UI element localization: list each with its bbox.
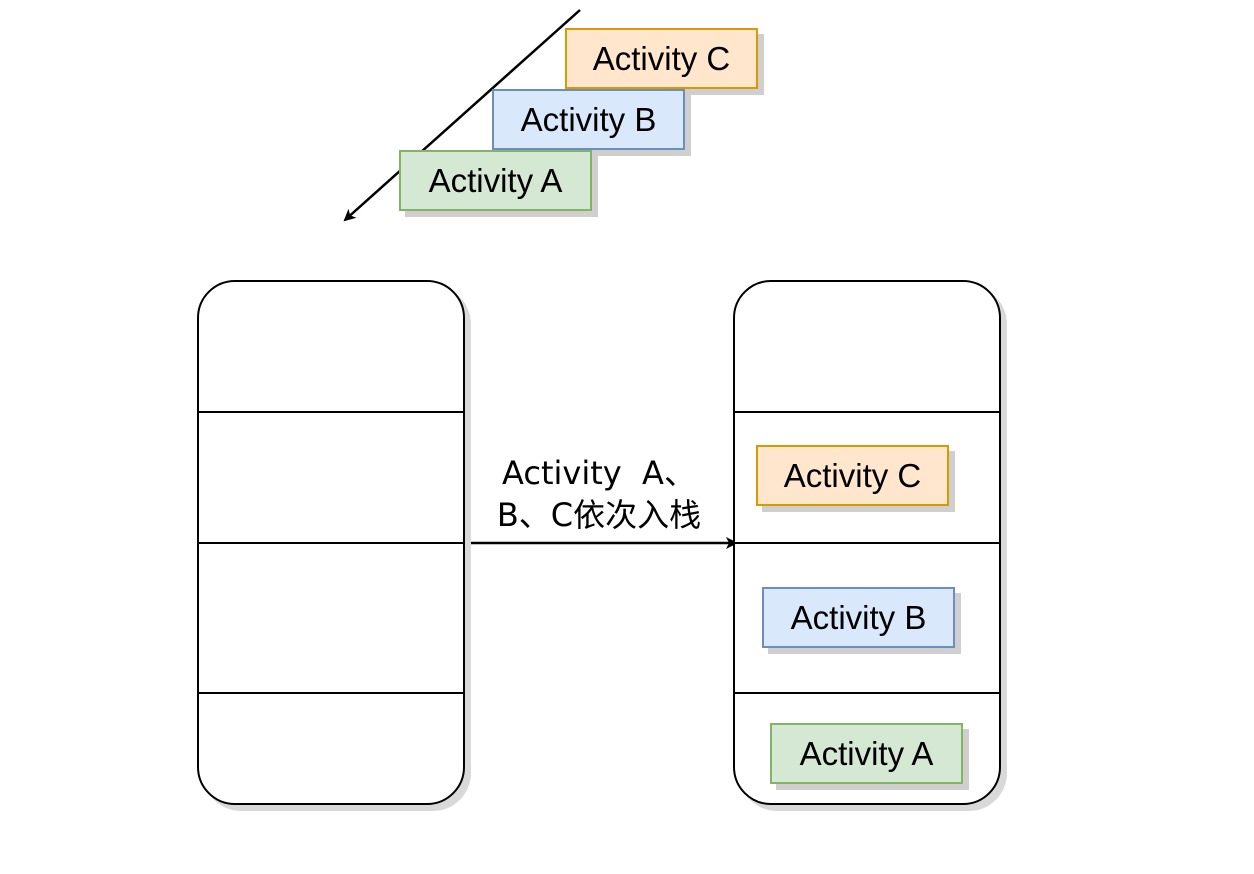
stack-divider <box>735 542 999 544</box>
stack-divider <box>199 411 463 413</box>
incoming-activity-b: Activity B <box>492 89 685 150</box>
incoming-activity-a-label: Activity A <box>428 161 563 199</box>
stack-divider <box>199 692 463 694</box>
transition-label-line2: B、C依次入栈 <box>496 496 702 534</box>
incoming-activity-a: Activity A <box>399 150 592 211</box>
stacked-activity-c-label: Activity C <box>783 456 922 494</box>
incoming-activity-b-label: Activity B <box>520 100 657 138</box>
empty-task-stack <box>197 280 465 805</box>
incoming-activity-c-label: Activity C <box>592 39 731 77</box>
stack-divider <box>735 411 999 413</box>
filled-task-stack <box>733 280 1001 805</box>
incoming-activity-c: Activity C <box>565 28 758 89</box>
push-direction-arrow <box>343 9 581 222</box>
stack-divider <box>199 542 463 544</box>
stacked-activity-a: Activity A <box>770 723 963 784</box>
stacked-activity-b: Activity B <box>762 587 955 648</box>
stacked-activity-c: Activity C <box>756 445 949 506</box>
stacked-activity-b-label: Activity B <box>790 598 927 636</box>
stack-divider <box>735 692 999 694</box>
transition-label-line1: Activity A、 <box>502 454 696 492</box>
transition-label: Activity A、 B、C依次入栈 <box>474 452 724 536</box>
stacked-activity-a-label: Activity A <box>799 734 934 772</box>
